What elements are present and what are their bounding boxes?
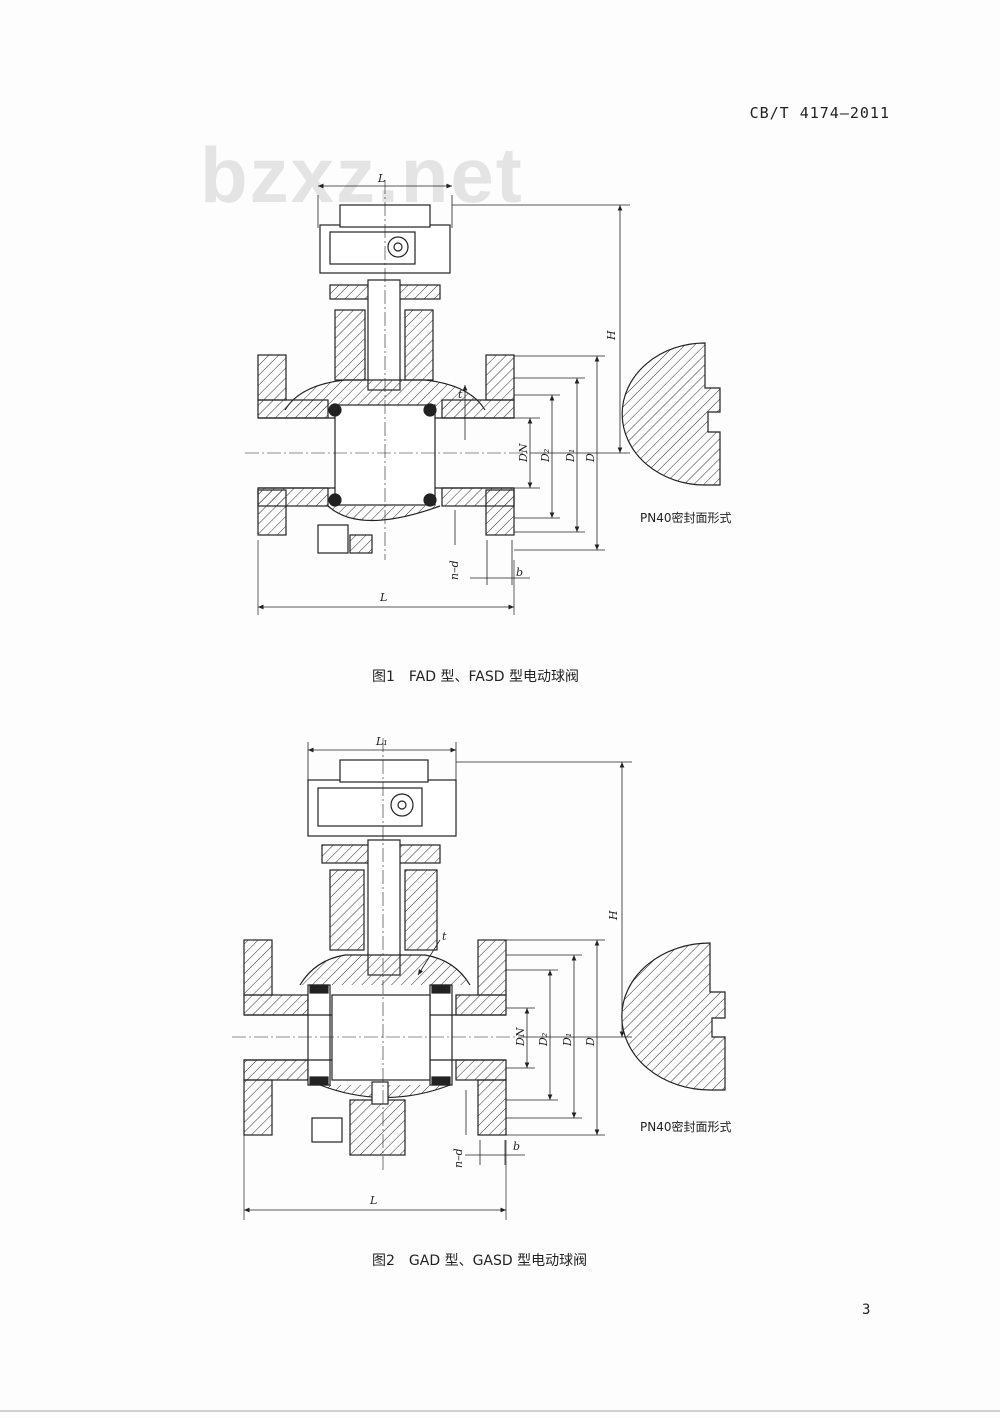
fig1-label-dn: DN [517,443,530,463]
fig2-label-b: b [513,1140,520,1153]
fig1-label-d1: D₁ [564,449,577,463]
bottom-rule [0,1410,1000,1412]
figure-1-caption: 图1 FAD 型、FASD 型电动球阀 [372,669,579,685]
fig2-label-d2: D₂ [537,1033,550,1047]
fig2-label-dn: DN [514,1027,527,1047]
figure-1-labels: L L H DN D₂ D₁ D t n–d b [377,172,618,604]
fig2-seal-caption: PN40密封面形式 [640,1120,732,1134]
fig1-label-t: t [458,388,463,401]
fig1-label-d: D [584,453,597,463]
figure-2-labels: L₁ L H DN D₂ D₁ D t n–d b [369,735,620,1207]
fig1-label-top-width: L [377,172,385,185]
fig2-label-nd: n–d [452,1148,465,1168]
fig1-label-height: H [605,330,618,341]
fig1-label-nd: n–d [448,560,461,580]
fig2-label-top-width: L₁ [375,735,388,748]
figure-2-caption: 图2 GAD 型、GASD 型电动球阀 [372,1253,588,1269]
fig1-seal-caption: PN40密封面形式 [640,511,732,525]
figure-2-drawing [232,738,726,1220]
watermark-text: bzxz.net [200,131,524,219]
page-number: 3 [862,1302,871,1318]
fig2-label-d1: D₁ [561,1033,574,1047]
fig1-label-b: b [516,566,523,579]
fig2-label-t: t [442,930,447,943]
standard-code: CB/T 4174—2011 [749,104,890,122]
fig2-label-d: D [584,1037,597,1047]
figure-1-drawing [245,180,721,615]
fig1-label-bottom-length: L [379,591,387,604]
fig2-label-height: H [607,910,620,921]
fig2-label-bottom-length: L [369,1194,377,1207]
fig1-label-d2: D₂ [539,449,552,463]
